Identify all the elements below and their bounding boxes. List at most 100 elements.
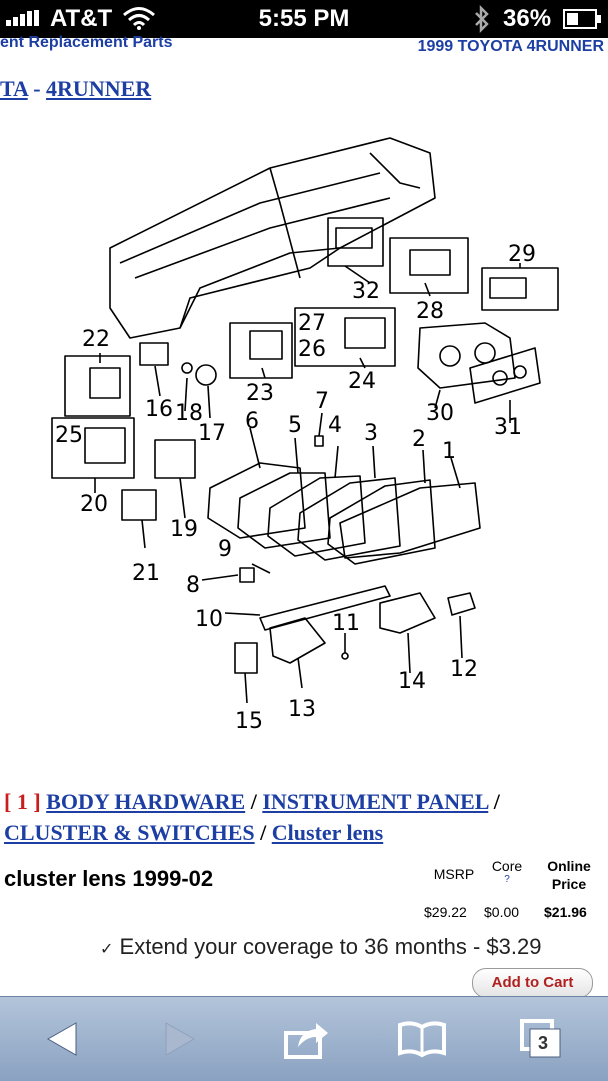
carrier-label: AT&T bbox=[50, 5, 113, 32]
callout-2: 2 bbox=[412, 427, 426, 452]
tabs-count: 3 bbox=[538, 1033, 549, 1053]
breadcrumb-make-link[interactable]: TA bbox=[0, 76, 28, 101]
callout-4: 4 bbox=[328, 413, 342, 438]
site-header: ent Replacement Parts 1999 TOYOTA 4RUNNE… bbox=[0, 34, 608, 60]
part-18-knob bbox=[181, 362, 193, 374]
part-31-plate bbox=[469, 347, 541, 404]
site-title: ent Replacement Parts bbox=[0, 34, 173, 51]
callout-3: 3 bbox=[364, 421, 378, 446]
part-7-clip bbox=[314, 435, 324, 447]
callout-26: 26 bbox=[298, 337, 326, 362]
coverage-text: Extend your coverage to 36 months - $3.2… bbox=[119, 934, 542, 959]
core-header: Core ? bbox=[486, 858, 528, 885]
vehicle-title: 1999 TOYOTA 4RUNNER bbox=[417, 38, 604, 55]
part-9-screw bbox=[251, 563, 271, 574]
part-4-cluster bbox=[267, 475, 366, 557]
callout-29: 29 bbox=[508, 242, 536, 267]
callout-21: 21 bbox=[132, 561, 160, 586]
part-5-cluster bbox=[237, 472, 331, 549]
part-22-box bbox=[64, 355, 131, 417]
part-21-switch bbox=[121, 489, 157, 521]
part-8-bulb bbox=[239, 567, 255, 583]
wifi-icon bbox=[123, 7, 155, 30]
part-28-box bbox=[389, 237, 469, 294]
callout-30: 30 bbox=[426, 401, 454, 426]
part-20-box bbox=[51, 417, 135, 479]
part-15-plate bbox=[234, 642, 258, 674]
callout-12: 12 bbox=[450, 657, 478, 682]
core-help-link[interactable]: ? bbox=[504, 874, 510, 885]
breadcrumb-separator: - bbox=[33, 76, 41, 101]
clock: 5:55 PM bbox=[258, 5, 350, 32]
callout-9: 9 bbox=[218, 537, 232, 562]
callout-22: 22 bbox=[82, 327, 110, 352]
browser-toolbar: 3 bbox=[0, 996, 608, 1081]
callout-16: 16 bbox=[145, 397, 173, 422]
add-to-cart-button[interactable]: Add to Cart bbox=[472, 968, 593, 998]
part-29-box bbox=[481, 267, 559, 311]
part-6-cluster bbox=[207, 462, 306, 539]
callout-19: 19 bbox=[170, 517, 198, 542]
online-price-value: $21.96 bbox=[544, 904, 587, 920]
bluetooth-icon bbox=[475, 5, 489, 33]
callout-27: 27 bbox=[298, 311, 326, 336]
category-link-cluster-switches[interactable]: CLUSTER & SWITCHES bbox=[4, 820, 255, 845]
callout-1: 1 bbox=[442, 439, 456, 464]
callout-10: 10 bbox=[195, 607, 223, 632]
part-16-switch bbox=[139, 342, 169, 366]
callout-11: 11 bbox=[332, 611, 360, 636]
category-link-body-hardware[interactable]: BODY HARDWARE bbox=[46, 789, 246, 814]
callout-31: 31 bbox=[494, 415, 522, 440]
part-24-box bbox=[294, 307, 396, 367]
part-14-plate bbox=[379, 592, 436, 634]
part-11-screw bbox=[341, 652, 349, 660]
part-17-knob bbox=[195, 364, 217, 386]
dashboard-drawing bbox=[109, 137, 436, 339]
parts-diagram[interactable]: 1 2 3 4 5 6 7 8 9 10 11 12 13 14 15 16 1… bbox=[40, 128, 560, 738]
msrp-value: $29.22 bbox=[424, 904, 467, 920]
callout-17: 17 bbox=[198, 421, 226, 446]
forward-icon[interactable] bbox=[150, 1015, 206, 1063]
part-1-cluster bbox=[339, 482, 481, 559]
part-10-bar bbox=[259, 585, 391, 631]
tabs-icon[interactable] bbox=[516, 1015, 572, 1063]
breadcrumb-model-link[interactable]: 4RUNNER bbox=[46, 76, 152, 101]
share-icon[interactable] bbox=[278, 1015, 334, 1063]
callout-15: 15 bbox=[235, 709, 263, 734]
callout-24: 24 bbox=[348, 369, 376, 394]
part-32-box bbox=[327, 217, 384, 267]
battery-icon bbox=[563, 9, 601, 29]
callout-5: 5 bbox=[288, 413, 302, 438]
category-path: [ 1 ] BODY HARDWARE / INSTRUMENT PANEL /… bbox=[4, 789, 500, 845]
coverage-option[interactable]: ✓ Extend your coverage to 36 months - $3… bbox=[100, 934, 541, 960]
callout-32: 32 bbox=[352, 279, 380, 304]
part-2-cluster bbox=[327, 479, 436, 565]
category-link-cluster-lens[interactable]: Cluster lens bbox=[271, 820, 384, 845]
signal-icon bbox=[6, 10, 39, 26]
core-value: $0.00 bbox=[484, 904, 520, 920]
bookmarks-icon[interactable] bbox=[394, 1015, 450, 1063]
product-name: cluster lens 1999-02 bbox=[4, 866, 214, 891]
status-bar: AT&T 5:55 PM 36% bbox=[0, 0, 608, 38]
callout-20: 20 bbox=[80, 492, 108, 517]
breadcrumb: TA - 4RUNNER bbox=[0, 76, 151, 102]
part-3-cluster bbox=[297, 477, 401, 561]
category-link-instrument-panel[interactable]: INSTRUMENT PANEL bbox=[262, 789, 489, 814]
callout-23: 23 bbox=[246, 381, 274, 406]
callout-14: 14 bbox=[398, 669, 426, 694]
callout-6: 6 bbox=[245, 409, 259, 434]
part-30-panel bbox=[417, 322, 516, 389]
msrp-header: MSRP bbox=[433, 866, 475, 882]
callout-7: 7 bbox=[315, 389, 329, 414]
checkmark-icon: ✓ bbox=[100, 941, 114, 958]
part-13-plate bbox=[269, 617, 326, 664]
part-19-switch bbox=[154, 439, 196, 479]
category-index: [ 1 ] bbox=[4, 789, 41, 814]
callout-18: 18 bbox=[175, 401, 203, 426]
back-icon[interactable] bbox=[36, 1015, 92, 1063]
battery-percent: 36% bbox=[503, 5, 552, 32]
callout-25: 25 bbox=[55, 423, 83, 448]
callout-13: 13 bbox=[288, 697, 316, 722]
callout-28: 28 bbox=[416, 299, 444, 324]
